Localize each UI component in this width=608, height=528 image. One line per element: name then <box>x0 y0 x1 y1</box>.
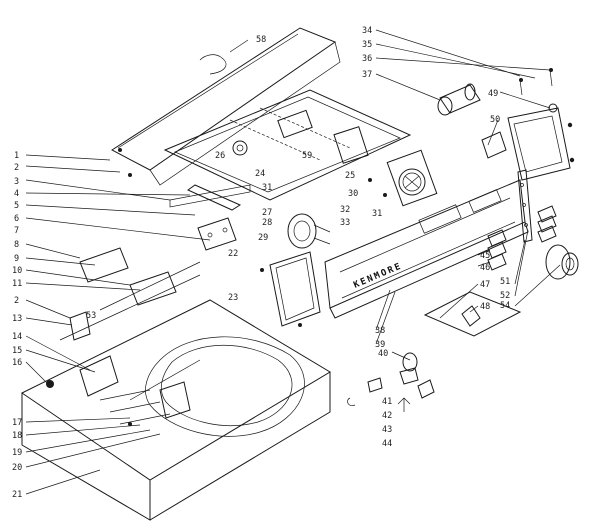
top-cover-part <box>111 27 341 186</box>
callout-37: 37 <box>362 70 372 80</box>
callout-2: 2 <box>14 163 19 173</box>
callout-4: 4 <box>14 189 19 199</box>
callout-29: 29 <box>258 233 268 243</box>
callout-21: 21 <box>12 490 22 500</box>
callout-26: 26 <box>215 151 225 161</box>
callout-16: 16 <box>12 358 22 368</box>
callout-22: 22 <box>228 249 238 259</box>
callout-32: 32 <box>340 205 350 215</box>
callout-5: 5 <box>14 201 19 211</box>
callout-3: 3 <box>14 177 19 187</box>
callout-52: 52 <box>500 291 510 301</box>
callout-53: 53 <box>86 311 96 321</box>
callout-49: 49 <box>488 89 498 99</box>
screws-part <box>118 122 575 426</box>
callout-58: 58 <box>256 35 266 45</box>
knob-part <box>287 213 331 249</box>
callout-44: 44 <box>382 439 392 449</box>
hardware-part <box>347 352 435 412</box>
end-cap-part <box>269 251 321 327</box>
push-button-part <box>487 205 557 271</box>
callout-20: 20 <box>12 463 22 473</box>
callout-40: 40 <box>378 349 388 359</box>
callout-28: 28 <box>262 218 272 228</box>
console-panel-part: KENMORE <box>324 179 529 319</box>
callout-10: 10 <box>12 266 22 276</box>
leader-lines <box>25 29 561 495</box>
callout-31b: 31 <box>372 209 382 219</box>
callout-18: 18 <box>12 431 22 441</box>
callout-27: 27 <box>262 208 272 218</box>
switch-part <box>437 68 558 116</box>
callout-47: 47 <box>480 280 490 290</box>
callout-7: 7 <box>14 226 19 236</box>
callout-35: 35 <box>362 40 372 50</box>
callout-48: 48 <box>480 302 490 312</box>
callout-9: 9 <box>14 254 19 264</box>
callout-36: 36 <box>362 54 372 64</box>
callout-31: 31 <box>262 183 272 193</box>
callout-labels: 1 2 3 4 5 6 7 8 9 10 11 2 13 14 15 16 17… <box>12 26 510 500</box>
clip-plate-part <box>423 291 522 337</box>
callout-2b: 2 <box>14 296 19 306</box>
callout-13: 13 <box>12 314 22 324</box>
callout-38: 38 <box>375 326 385 336</box>
rotary-knob-part <box>545 244 579 280</box>
callout-33: 33 <box>340 218 350 228</box>
bracket-strip-part <box>517 169 533 243</box>
callout-54: 54 <box>500 301 510 311</box>
callout-41: 41 <box>382 397 392 407</box>
callout-8: 8 <box>14 240 19 250</box>
lid-switch-part <box>46 217 237 425</box>
callout-59: 59 <box>302 151 312 161</box>
timer-dial-part <box>386 149 438 207</box>
control-housing-part <box>163 89 412 201</box>
callout-24: 24 <box>255 169 265 179</box>
callout-39: 39 <box>375 340 385 350</box>
callout-51: 51 <box>500 277 510 287</box>
right-cap-part <box>481 107 571 181</box>
callout-42: 42 <box>382 411 392 421</box>
callout-25: 25 <box>345 171 355 181</box>
callout-14: 14 <box>12 332 22 342</box>
callout-23: 23 <box>228 293 238 303</box>
callout-17: 17 <box>12 418 22 428</box>
cabinet-top-part <box>21 299 331 521</box>
callout-34: 34 <box>362 26 372 36</box>
callout-46: 46 <box>480 263 490 273</box>
callout-1: 1 <box>14 151 19 161</box>
callout-45: 45 <box>480 251 490 261</box>
callout-30: 30 <box>348 189 358 199</box>
callout-15: 15 <box>12 346 22 356</box>
callout-11: 11 <box>12 279 22 289</box>
callout-6: 6 <box>14 214 19 224</box>
callout-19: 19 <box>12 448 22 458</box>
callout-43: 43 <box>382 425 392 435</box>
frame-lines-part <box>59 184 251 401</box>
callout-50: 50 <box>490 115 500 125</box>
